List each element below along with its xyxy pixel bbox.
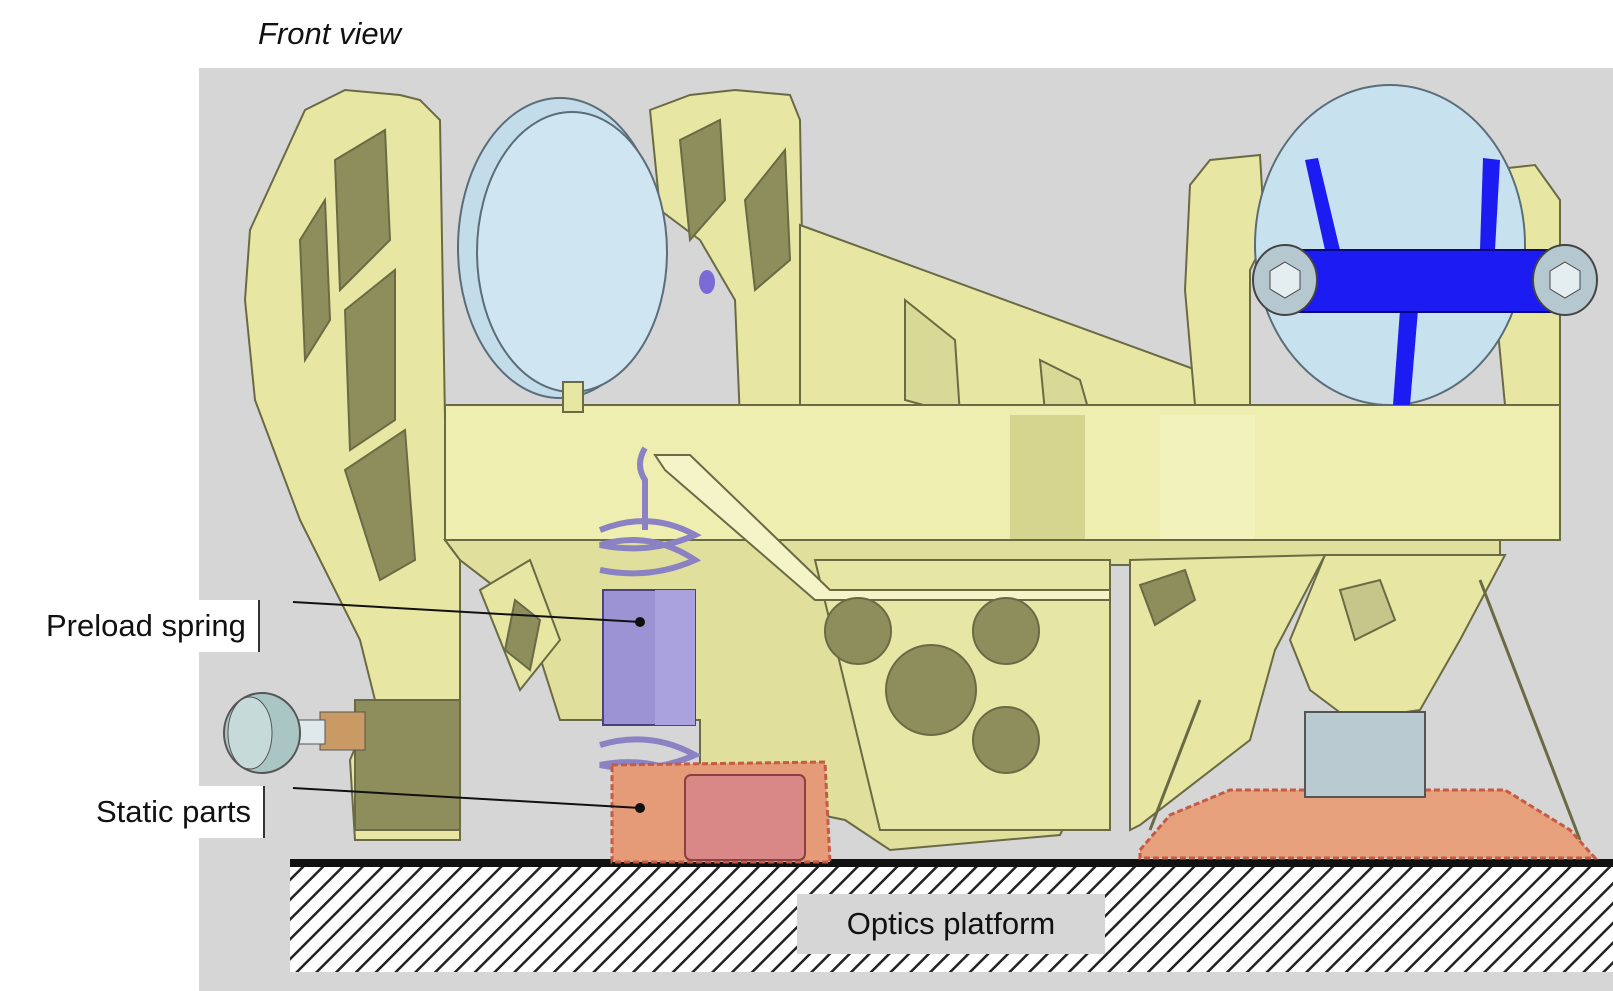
static-parts-label: Static parts <box>84 786 266 838</box>
preload-spring-label: Preload spring <box>34 600 260 652</box>
left-mirror <box>457 97 715 413</box>
preload-spring-leader <box>292 601 645 627</box>
right-mirror <box>1254 84 1571 406</box>
static-parts <box>610 711 1599 864</box>
adjuster-knob <box>223 692 366 774</box>
screw-left <box>1252 244 1318 316</box>
view-title: Front view <box>258 16 401 51</box>
static-parts-leader <box>292 787 645 813</box>
optics-platform <box>290 859 1613 972</box>
spring-cylinder <box>602 589 696 726</box>
screw-right <box>1532 244 1598 316</box>
optics-platform-label: Optics platform <box>797 894 1105 954</box>
